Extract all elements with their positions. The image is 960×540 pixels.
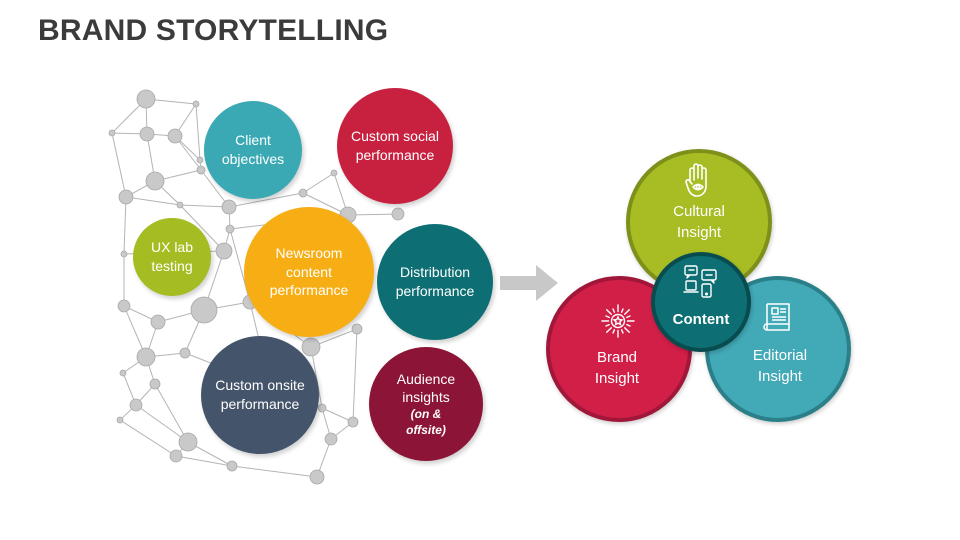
bubble-label: Distribution performance — [395, 264, 475, 299]
network-node — [136, 347, 156, 367]
network-node — [226, 460, 238, 472]
burst-ray — [605, 315, 610, 319]
bubble-client-objectives: Client objectives — [204, 101, 302, 199]
burst-ray — [626, 315, 631, 319]
network-node — [178, 432, 198, 452]
bubble-distribution-performance: Distribution performance — [377, 224, 493, 340]
network-edge — [125, 196, 181, 206]
network-node — [179, 347, 191, 359]
network-node — [167, 128, 183, 144]
network-node — [149, 378, 161, 390]
network-node — [225, 224, 235, 234]
network-node — [116, 416, 124, 424]
network-edge — [195, 103, 201, 161]
venn-content — [651, 252, 751, 352]
network-node — [119, 369, 127, 377]
chat-devices-icon — [683, 265, 717, 298]
network-edge — [111, 132, 127, 198]
burst-ray — [605, 327, 613, 333]
burst-ray — [605, 323, 610, 327]
network-node — [108, 129, 116, 137]
network-edge — [119, 419, 177, 457]
network-node — [215, 242, 233, 260]
burst-ray — [620, 308, 624, 313]
burst-ray — [624, 308, 630, 316]
network-edge — [135, 404, 189, 443]
bubble-custom-social-performance: Custom social performance — [337, 88, 453, 204]
bubble-label: Audience insights — [396, 370, 456, 406]
burst-ray — [626, 323, 631, 327]
network-node — [192, 100, 200, 108]
bubble-sublabel: (on & offsite) — [406, 407, 446, 437]
burst-ray — [612, 329, 616, 334]
burst-ray — [605, 308, 613, 316]
network-node — [190, 296, 218, 324]
network-node — [301, 337, 321, 357]
network-node — [129, 398, 143, 412]
arrow-right-icon — [500, 265, 558, 301]
network-edge — [200, 169, 230, 208]
bubble-custom-onsite-performance: Custom onsite performance — [201, 336, 319, 454]
burst-ray — [620, 329, 624, 334]
bubble-newsroom-content-performance: Newsroom content performance — [244, 207, 374, 337]
network-node — [298, 188, 308, 198]
bubble-label: Custom social performance — [351, 128, 439, 163]
network-edge — [154, 383, 189, 443]
network-node — [317, 403, 327, 413]
network-node — [176, 201, 184, 209]
network-node — [221, 199, 237, 215]
page-title: BRAND STORYTELLING — [38, 14, 389, 47]
network-edge — [352, 328, 358, 423]
network-edge — [175, 455, 233, 467]
network-edge — [321, 407, 354, 423]
bubble-audience-insights: Audience insights (on & offsite) — [369, 347, 483, 461]
network-edge — [231, 465, 318, 478]
bubble-label: Newsroom content performance — [269, 244, 349, 299]
hand-eye-icon — [685, 163, 707, 197]
network-node — [196, 165, 206, 175]
bubble-label: UX lab testing — [150, 239, 194, 274]
network-node — [117, 299, 131, 313]
starburst-icon — [601, 304, 635, 338]
network-node — [150, 314, 166, 330]
burst-ray — [612, 308, 616, 313]
network-node — [120, 250, 128, 258]
network-node — [145, 171, 165, 191]
network-node — [324, 432, 338, 446]
network-node — [351, 323, 363, 335]
network-node — [309, 469, 325, 485]
venn-label-editorial: Editorial Insight — [752, 347, 808, 385]
network-node — [118, 189, 134, 205]
bubble-ux-lab-testing: UX lab testing — [133, 218, 211, 296]
book-icon — [763, 303, 790, 331]
network-node — [169, 449, 183, 463]
network-edge — [123, 196, 127, 255]
network-node — [136, 89, 156, 109]
network-node — [139, 126, 155, 142]
network-edge — [228, 192, 304, 208]
network-node — [330, 169, 338, 177]
bubble-label: Custom onsite performance — [215, 377, 305, 412]
venn-label-brand: Brand Insight — [594, 349, 640, 387]
bubble-label: Client objectives — [221, 132, 285, 167]
network-edge — [302, 172, 335, 194]
network-node — [196, 156, 204, 164]
venn-label-content: Content — [672, 311, 730, 328]
network-edge — [179, 204, 230, 208]
network-edge — [179, 204, 225, 252]
burst-ray — [624, 327, 630, 333]
network-node — [347, 416, 359, 428]
venn-label-cultural: Cultural Insight — [673, 203, 725, 241]
network-node — [391, 207, 405, 221]
